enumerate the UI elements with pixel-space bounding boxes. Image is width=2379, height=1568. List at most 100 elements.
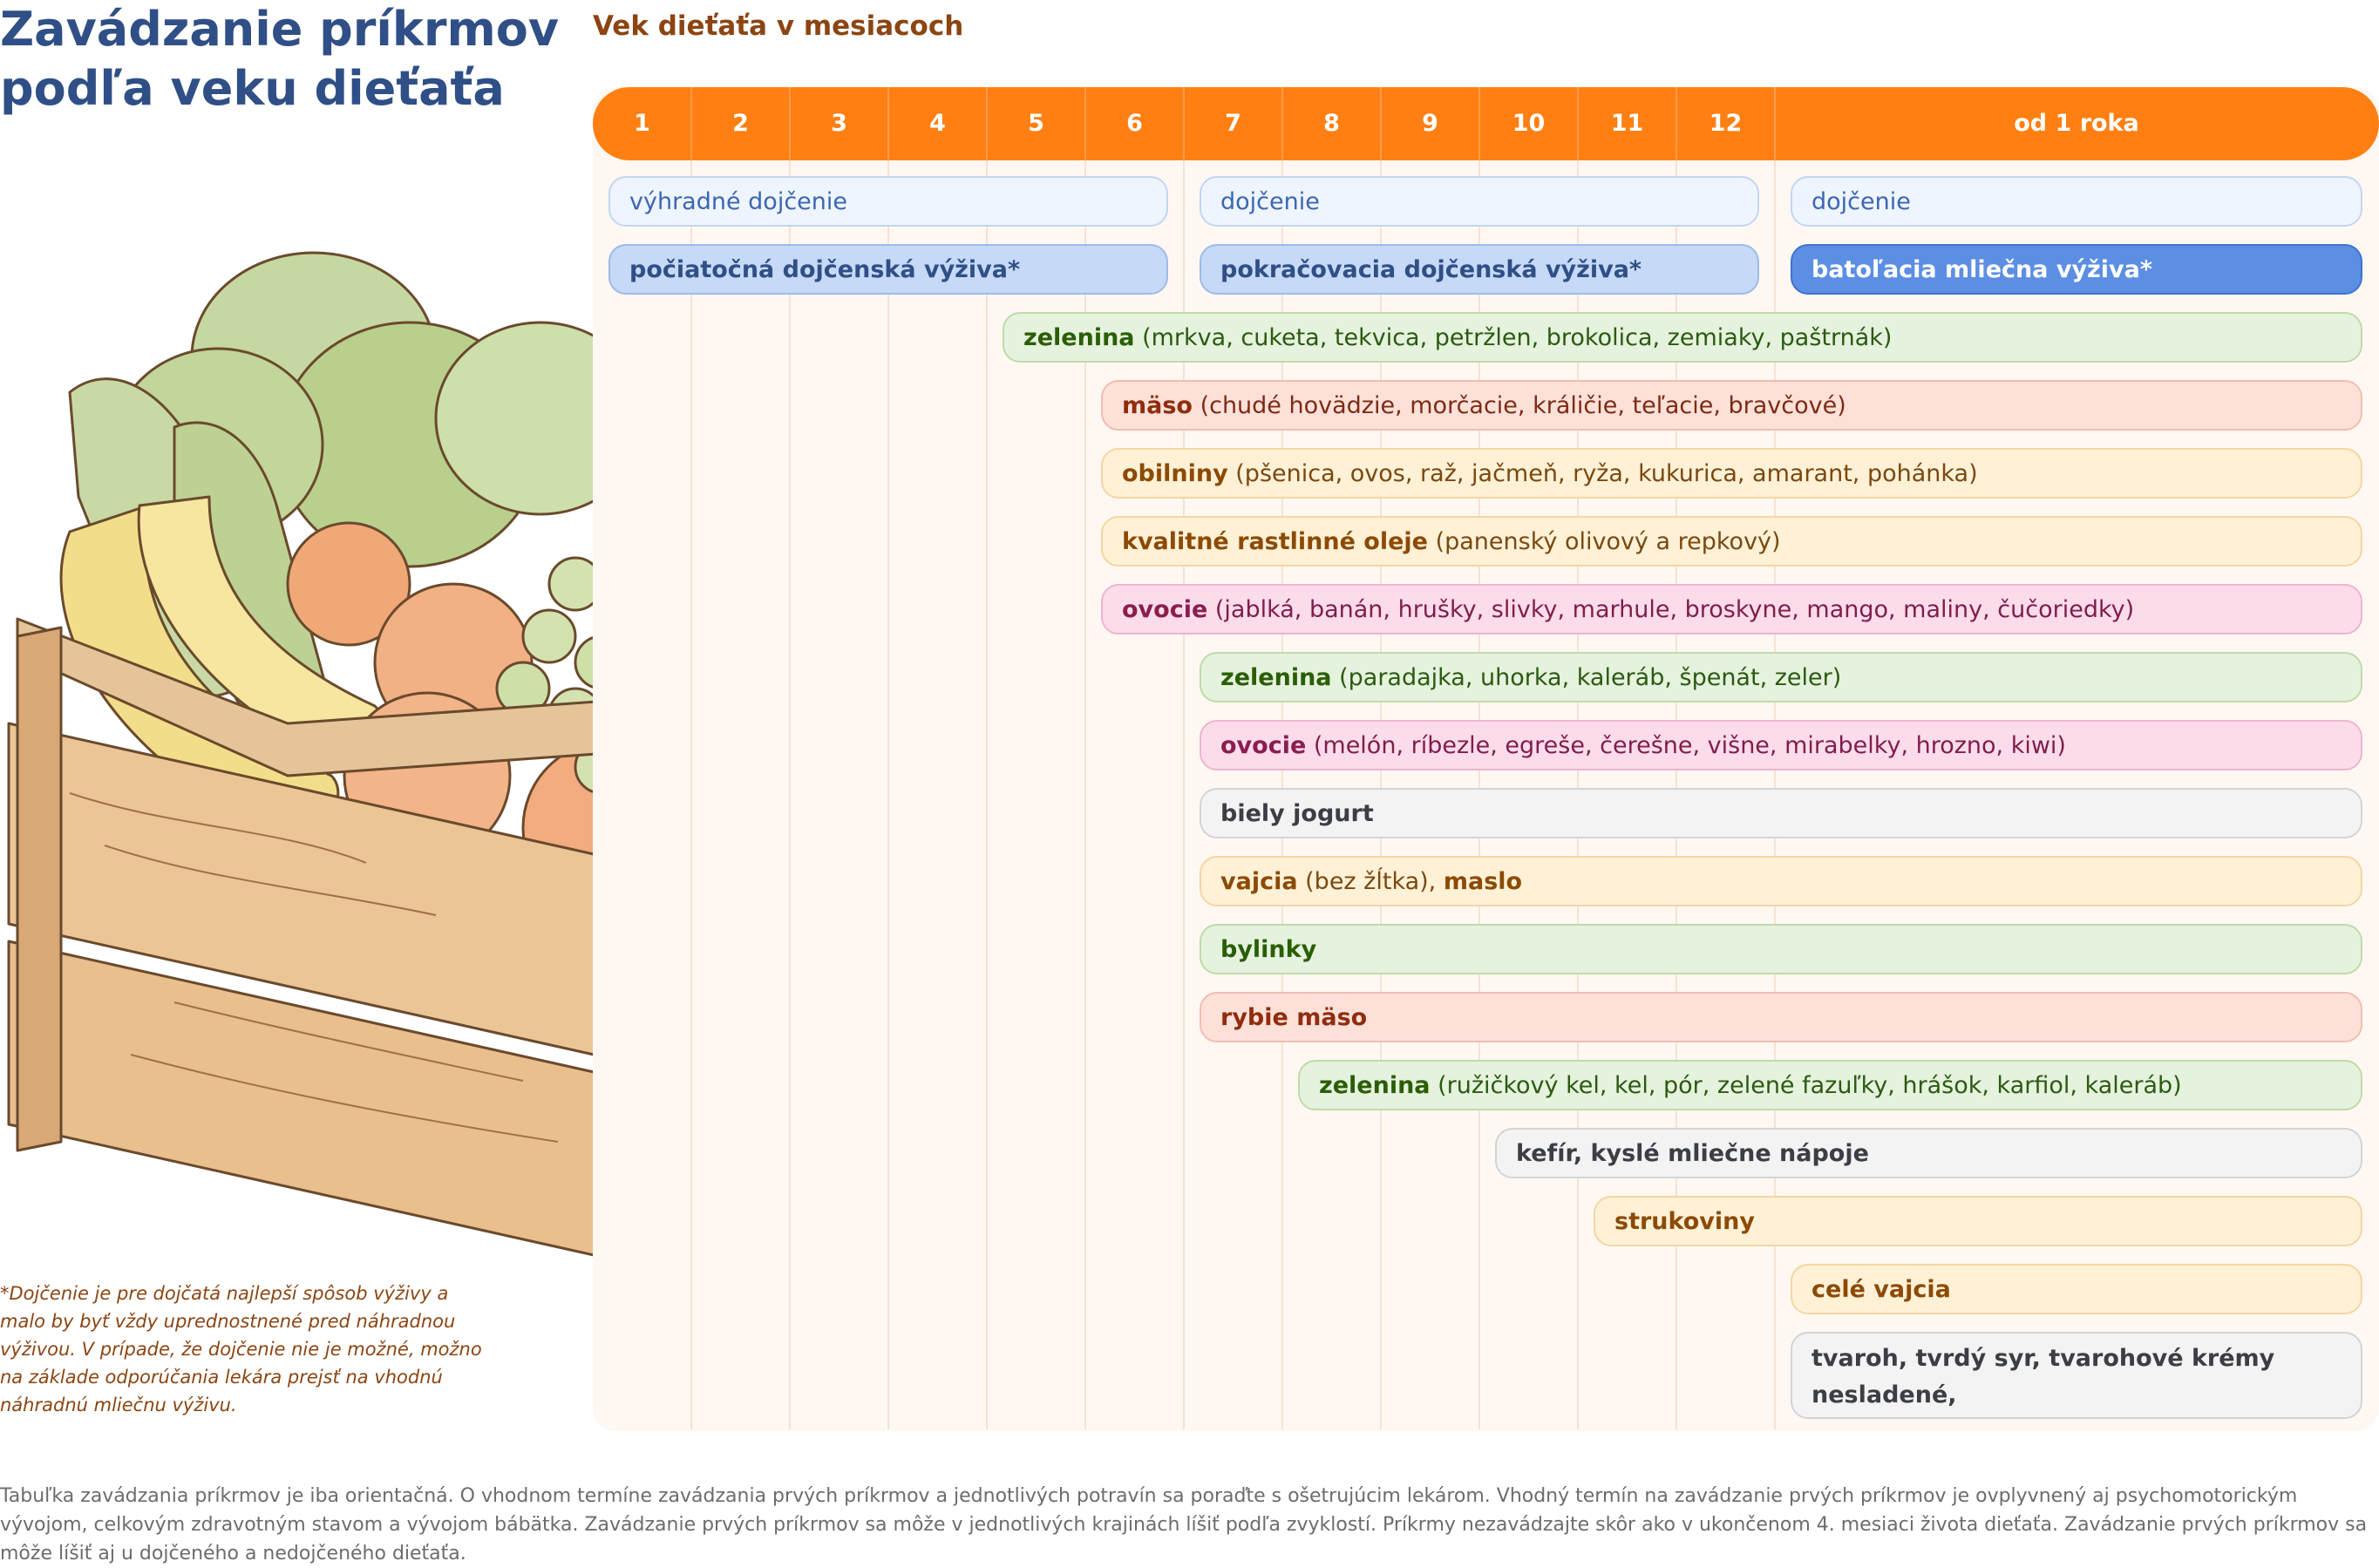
month-header-separator [1675, 87, 1677, 160]
month-header-13: od 1 roka [2014, 110, 2139, 137]
month-header-10: 10 [1512, 110, 1546, 137]
food-bar-18: zelenina (ružičkový kel, kel, pór, zelen… [1298, 1060, 2362, 1110]
food-bar-name: rybie mäso [1220, 1004, 1368, 1031]
food-bar-name: kvalitné rastlinné oleje [1122, 528, 1428, 555]
month-gridline [1281, 131, 1283, 1429]
food-bar-name: ovocie [1122, 596, 1208, 623]
food-bar-name: zelenina [1319, 1072, 1431, 1099]
month-header-12: 12 [1709, 110, 1743, 137]
month-gridline [1577, 131, 1579, 1429]
month-header-separator [887, 87, 889, 160]
month-header-2: 2 [732, 110, 749, 137]
food-bar-name-line2: čerstvý syr [1811, 1418, 1958, 1419]
food-bar-label: dojčenie [1811, 188, 1911, 215]
food-bar-5: pokračovacia dojčenská výživa* [1200, 244, 1759, 295]
food-bar-8: mäso (chudé hovädzie, morčacie, králičie… [1101, 380, 2362, 431]
food-bar-2: dojčenie [1200, 176, 1759, 227]
month-header-separator [690, 87, 692, 160]
food-bar-label: počiatočná dojčenská výživa* [629, 256, 1021, 283]
month-gridline [789, 131, 791, 1429]
food-bar-name: kefír, kyslé mliečne nápoje [1516, 1140, 1869, 1167]
food-bar-name-extra: maslo [1443, 868, 1523, 895]
food-bar-12: zelenina (paradajka, uhorka, kaleráb, šp… [1200, 652, 2362, 703]
month-header-separator [1380, 87, 1382, 160]
month-gridline [1380, 131, 1382, 1429]
food-bar-1: výhradné dojčenie [608, 176, 1168, 227]
food-bar-label: pokračovacia dojčenská výživa* [1220, 256, 1642, 283]
food-bar-details: (panenský olivový a repkový) [1428, 528, 1781, 555]
food-bar-label: výhradné dojčenie [629, 188, 848, 215]
food-bar-name: bylinky [1220, 936, 1317, 963]
food-bar-13: ovocie (melón, ríbezle, egreše, čerešne,… [1200, 720, 2362, 770]
food-bar-6: batoľacia mliečna výživa* [1791, 244, 2362, 295]
food-bar-9: obilniny (pšenica, ovos, raž, jačmeň, ry… [1101, 448, 2362, 499]
food-bar-name: celé vajcia [1811, 1276, 1951, 1303]
food-bar-name: obilniny [1122, 460, 1228, 487]
food-bar-label: batoľacia mliečna výživa* [1811, 256, 2152, 283]
food-bar-details: (melón, ríbezle, egreše, čerešne, višne,… [1306, 732, 2066, 759]
food-bar-17: rybie mäso [1200, 992, 2362, 1042]
month-gridline [887, 131, 889, 1429]
month-header-4: 4 [929, 110, 946, 137]
month-header-8: 8 [1323, 110, 1340, 137]
food-bar-name: mäso [1122, 392, 1193, 419]
food-bar-11: ovocie (jablká, banán, hrušky, slivky, m… [1101, 584, 2362, 635]
month-header-1: 1 [634, 110, 650, 137]
month-header-separator [1577, 87, 1579, 160]
month-header-7: 7 [1225, 110, 1241, 137]
food-bar-15: vajcia (bez žĺtka), maslo [1200, 856, 2362, 906]
month-header-separator [1183, 87, 1185, 160]
food-bar-details: (žervé) [1958, 1418, 2049, 1419]
food-bar-name: zelenina [1220, 664, 1332, 691]
month-gridline [1183, 131, 1185, 1429]
month-gridline [986, 131, 988, 1429]
food-bar-name: tvaroh, tvrdý syr, tvarohové krémy nesla… [1811, 1345, 2275, 1408]
food-bar-details: (chudé hovädzie, morčacie, králičie, teľ… [1192, 392, 1846, 419]
food-bar-name: vajcia [1220, 868, 1298, 895]
month-header-separator [1774, 87, 1776, 160]
food-bar-16: bylinky [1200, 924, 2362, 974]
food-bar-name: zelenina [1023, 324, 1135, 351]
title-line-2: podľa veku dieťaťa [0, 61, 505, 116]
month-header-9: 9 [1422, 110, 1438, 137]
food-bar-19: kefír, kyslé mliečne nápoje [1495, 1128, 2362, 1178]
month-gridline [690, 131, 692, 1429]
disclaimer-text: Tabuľka zavádzania príkrmov je iba orien… [0, 1485, 2368, 1565]
food-bar-details: (bez žĺtka), [1297, 868, 1444, 895]
month-header-separator [1478, 87, 1480, 160]
month-gridline [1675, 131, 1677, 1429]
month-gridline [1774, 131, 1776, 1429]
food-bar-4: počiatočná dojčenská výživa* [608, 244, 1168, 295]
food-bar-details: (mrkva, cuketa, tekvica, petržlen, broko… [1134, 324, 1893, 351]
food-bar-name: biely jogurt [1220, 800, 1374, 827]
month-header-5: 5 [1028, 110, 1044, 137]
food-bar-details: (jablká, banán, hrušky, slivky, marhule,… [1207, 596, 2135, 623]
month-header-3: 3 [831, 110, 847, 137]
food-bar-21: celé vajcia [1791, 1264, 2362, 1314]
month-gridline [1084, 131, 1086, 1429]
food-bar-14: biely jogurt [1200, 788, 2362, 838]
food-bar-22: tvaroh, tvrdý syr, tvarohové krémy nesla… [1791, 1332, 2362, 1419]
page-title: Zavádzanie príkrmov podľa veku dieťaťa [0, 0, 593, 119]
month-header-separator [1084, 87, 1086, 160]
food-bar-name: strukoviny [1614, 1208, 1755, 1235]
month-header-separator [986, 87, 988, 160]
food-bar-10: kvalitné rastlinné oleje (panenský olivo… [1101, 516, 2362, 567]
food-bar-details: (paradajka, uhorka, kaleráb, špenát, zel… [1331, 664, 1842, 691]
food-bar-name: ovocie [1220, 732, 1307, 759]
month-gridline [1478, 131, 1480, 1429]
food-bar-details: (ružičkový kel, kel, pór, zelené fazuľky… [1430, 1072, 2182, 1099]
month-header-6: 6 [1126, 110, 1143, 137]
month-header-separator [1281, 87, 1283, 160]
food-bar-label: dojčenie [1220, 188, 1320, 215]
food-bar-details: (pšenica, ovos, raž, jačmeň, ryža, kukur… [1227, 460, 1978, 487]
month-header-11: 11 [1610, 110, 1644, 137]
breastfeeding-footnote: *Dojčenie je pre dojčatá najlepší spôsob… [0, 1283, 482, 1415]
food-bar-20: strukoviny [1594, 1196, 2362, 1246]
food-bar-7: zelenina (mrkva, cuketa, tekvica, petržl… [1003, 312, 2362, 363]
food-bar-3: dojčenie [1791, 176, 2362, 227]
title-line-1: Zavádzanie príkrmov [0, 2, 560, 57]
month-header-separator [789, 87, 791, 160]
age-axis-title: Vek dieťaťa v mesiacoch [593, 10, 964, 42]
